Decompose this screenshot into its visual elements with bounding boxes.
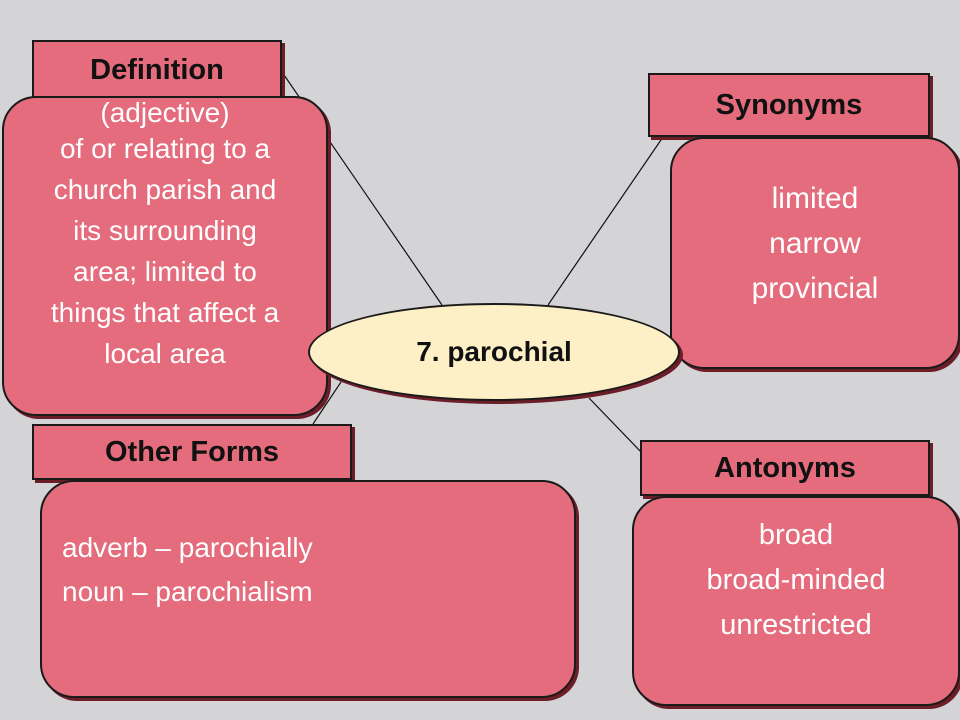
other-forms-box: adverb – parochially noun – parochialism [40,480,576,698]
definition-line: area; limited to [73,256,257,287]
definition-line: (adjective) [100,97,230,128]
other-form-item: noun – parochialism [62,576,313,607]
antonyms-heading-text: Antonyms [714,451,856,484]
synonyms-heading-text: Synonyms [715,88,863,121]
definition-line: local area [104,338,226,369]
definition-heading-text: Definition [90,53,224,86]
center-word: 7. parochial [416,336,572,367]
definition-line: its surrounding [73,215,257,246]
antonym-item: broad-minded [706,563,886,596]
connector-other-forms [312,375,346,425]
synonyms-box: limited narrow provincial [670,137,960,369]
synonym-item: limited [771,181,859,215]
synonyms-heading: Synonyms [648,73,930,137]
definition-line: of or relating to a [59,133,271,164]
antonyms-box: broad broad-minded unrestricted [632,496,960,706]
other-forms-heading-text: Other Forms [104,435,280,468]
other-forms-heading: Other Forms [32,424,352,480]
other-form-item: adverb – parochially [62,532,313,563]
synonym-item: narrow [769,226,861,260]
antonym-item: unrestricted [720,608,872,641]
synonym-item: provincial [751,271,879,305]
definition-line: church parish and [53,174,277,205]
connector-synonyms [547,136,664,306]
definition-heading: Definition [32,40,282,100]
center-word-ellipse: 7. parochial [308,303,680,401]
connector-antonyms [588,397,643,454]
definition-box: (adjective) of or relating to a church p… [2,96,328,416]
definition-line: things that affect a [50,297,280,328]
antonyms-heading: Antonyms [640,440,930,496]
antonym-item: broad [758,518,834,551]
